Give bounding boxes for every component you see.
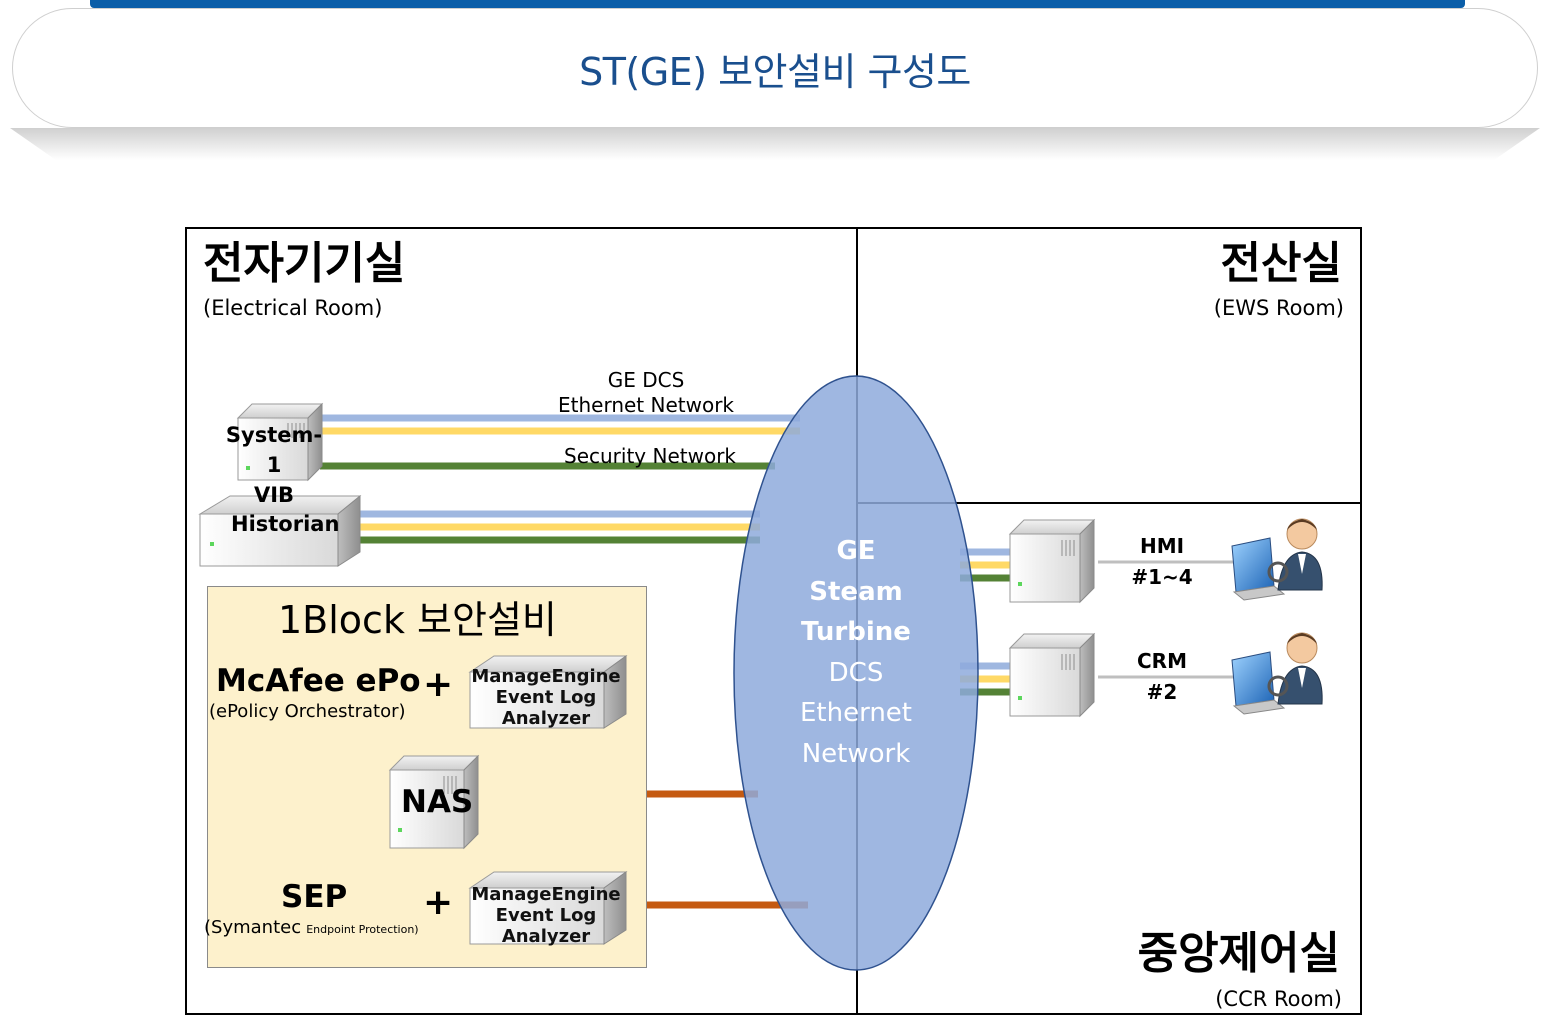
dcs-label-line1: GE DCS [607,368,685,392]
ellipse-line-ge: GE [836,536,876,566]
ge-network-text: GE Steam Turbine DCS Ethernet Network [736,531,976,774]
room-title-ews: 전산실 [1220,238,1342,289]
sep-label: SEP [281,879,348,915]
room-subtitle-ccr: (CCR Room) [1215,987,1342,1011]
ellipse-line-dcs: DCS [828,657,884,688]
hmi-label-line2: #1~4 [1131,565,1193,589]
room-title-electrical: 전자기기실 [203,238,406,289]
plus-icon-mcafee: + [423,664,454,705]
manageengine-1-line2: Event Log Analyzer [495,687,597,729]
crm-label-line1: CRM [1137,649,1187,673]
server-nas-icon [388,754,480,850]
crm-label-line2: #2 [1146,680,1178,704]
security-network-label: Security Network [564,444,736,468]
ellipse-line-steam: Steam [809,576,903,607]
ellipse-line-ethernet: Ethernet [800,698,912,728]
hmi-label-line1: HMI [1139,534,1185,558]
nas-label: NAS [401,784,474,820]
ge-network-ellipse [733,375,979,971]
manageengine-1-label: ManageEngine Event Log Analyzer [458,666,634,729]
manageengine-2-line1: ManageEngine [471,884,621,905]
server-system1-icon [236,402,324,482]
ellipse-line-turbine: Turbine [801,617,911,647]
room-subtitle-electrical: (Electrical Room) [203,296,383,320]
network-cables [320,414,1012,696]
ellipse-line-network: Network [801,738,911,769]
banner-shadow [10,128,1540,160]
server-crm-icon [1008,632,1096,718]
operator-hmi-icon [1231,518,1323,601]
system1-label: System-1 VIB [222,420,326,510]
page-title: ST(GE) 보안설비 구성도 [579,49,971,94]
manageengine-1-line1: ManageEngine [471,666,621,687]
crm-label: CRM #2 [1122,646,1202,708]
security-block-title: 1Block 보안설비 [278,598,557,642]
outer-frame [185,227,1362,1015]
dcs-network-label: GE DCS Ethernet Network [531,368,761,418]
terminal-links [1098,560,1240,679]
historian-label: Historian [231,512,340,536]
server-manageengine-1-icon [468,655,628,729]
mcafee-label: McAfee ePo [216,663,421,699]
server-hmi-icon [1008,518,1096,604]
system1-label-line1: System-1 [225,423,323,477]
dcs-label-line2: Ethernet Network [557,393,734,417]
manageengine-2-label: ManageEngine Event Log Analyzer [458,884,634,947]
title-banner: ST(GE) 보안설비 구성도 [12,8,1538,128]
hmi-label: HMI #1~4 [1122,531,1202,593]
room-subtitle-ews: (EWS Room) [1213,296,1344,320]
server-historian-icon [198,494,362,567]
system1-label-line2: VIB [253,483,295,507]
plus-icon-sep: + [423,882,454,923]
operator-crm-icon [1231,632,1323,715]
mcafee-fullname: (ePolicy Orchestrator) [209,701,406,722]
header-top-bar [90,0,1465,8]
room-title-ccr: 중앙제어실 [1137,928,1340,979]
server-manageengine-2-icon [468,871,628,945]
sep-fullname: (Symantec Endpoint Protection) [204,917,419,938]
sep-fullname-small: Endpoint Protection) [306,923,419,936]
sep-fullname-main: (Symantec [204,917,302,938]
manageengine-2-line2: Event Log Analyzer [495,905,597,947]
